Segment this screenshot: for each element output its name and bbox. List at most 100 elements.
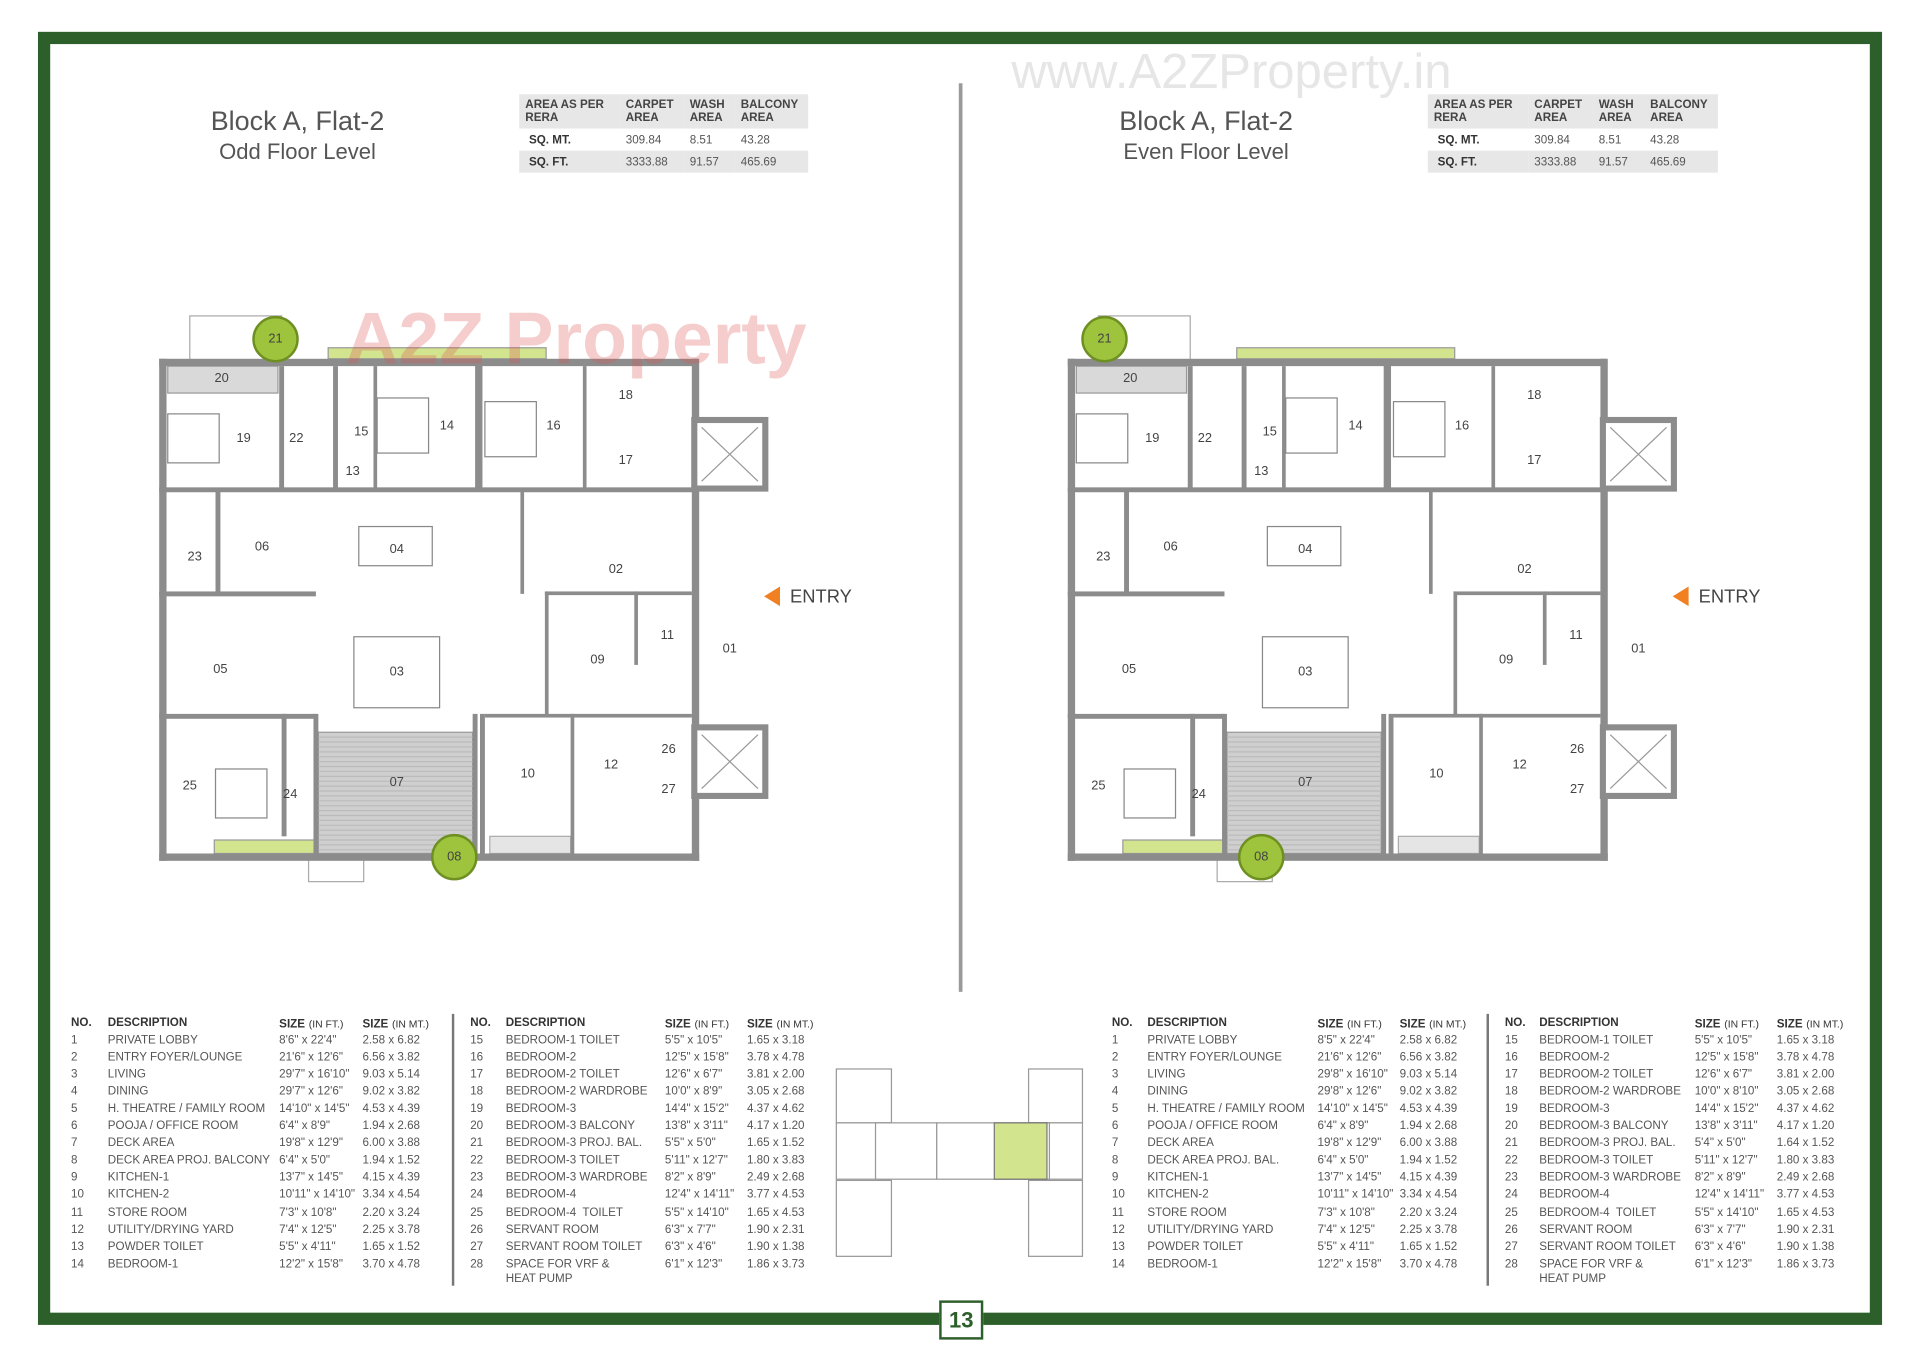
room-size-mt: 3.70 x 4.78 xyxy=(1399,1257,1458,1271)
room-description: BEDROOM-3 TOILET xyxy=(505,1153,620,1168)
room-size-mt: 9.02 x 3.82 xyxy=(362,1085,421,1099)
room-size-ft: 6'3" x 4'6" xyxy=(664,1239,716,1254)
wall xyxy=(159,713,316,719)
room-number: 15 xyxy=(470,1033,484,1047)
room-number: 19 xyxy=(470,1102,484,1116)
wall xyxy=(159,853,700,861)
area-value: 8.51 xyxy=(1598,132,1622,147)
wall xyxy=(159,358,698,367)
wall xyxy=(472,713,478,859)
room-label: 06 xyxy=(255,539,269,554)
room-description: POWDER TOILET xyxy=(107,1239,204,1254)
room-label: 26 xyxy=(661,741,675,756)
room-size-mt: 3.34 x 4.54 xyxy=(362,1188,421,1202)
room-size-mt: 2.58 x 6.82 xyxy=(1399,1033,1458,1047)
room-number: 25 xyxy=(470,1205,484,1219)
room-size-mt: 4.53 x 4.39 xyxy=(1399,1102,1458,1116)
room-size-ft: 8'2" x 8'9" xyxy=(1694,1171,1746,1185)
room-label: 03 xyxy=(390,664,404,679)
right-title-block: Block A, Flat-2 Even Floor Level xyxy=(1047,105,1365,166)
wall xyxy=(373,366,378,489)
plant-circle xyxy=(1237,833,1285,881)
room-size-ft: 5'5" x 4'11" xyxy=(1317,1239,1375,1254)
room-size-mt: 1.94 x 1.52 xyxy=(1399,1153,1458,1168)
room-size-mt: 1.80 x 3.83 xyxy=(1776,1153,1835,1168)
key-plan-unit xyxy=(874,1122,938,1180)
area-header-cell: AREA AS PER RERA xyxy=(519,94,620,129)
area-header-cell: BALCONY AREA xyxy=(734,94,809,129)
wall xyxy=(480,713,485,859)
plant-circle xyxy=(1081,315,1128,363)
room-label: 08 xyxy=(447,849,461,864)
area-value: 465.69 xyxy=(734,150,809,173)
room-size-mt: 2.49 x 2.68 xyxy=(1776,1171,1835,1185)
room-number: 12 xyxy=(1111,1222,1125,1237)
room-size-mt: 9.03 x 5.14 xyxy=(1399,1067,1458,1082)
room-size-mt: 1.90 x 1.38 xyxy=(1776,1239,1835,1254)
room-label: 05 xyxy=(213,661,227,676)
room-label: 20 xyxy=(214,370,228,385)
room-number: 7 xyxy=(71,1136,78,1151)
room-size-mt: 1.90 x 2.31 xyxy=(1776,1222,1835,1237)
room-size-mt: 1.90 x 2.31 xyxy=(746,1222,805,1237)
room-label: 15 xyxy=(354,424,368,439)
column-header: NO. xyxy=(1111,1016,1133,1030)
column-header-label: SIZE xyxy=(1694,1017,1721,1032)
bed-2 xyxy=(1392,401,1446,458)
room-description: POOJA / OFFICE ROOM xyxy=(107,1119,239,1133)
wall xyxy=(634,591,638,665)
room-label: 13 xyxy=(346,463,360,478)
room-size-mt: 1.65 x 1.52 xyxy=(746,1136,805,1151)
area-header-cell: WASH AREA xyxy=(1592,94,1645,129)
room-size-ft: 5'5" x 10'5" xyxy=(664,1033,723,1047)
room-number: 2 xyxy=(71,1050,78,1065)
wall xyxy=(1542,591,1547,665)
room-label: 15 xyxy=(1263,424,1277,439)
room-description: ENTRY FOYER/LOUNGE xyxy=(107,1050,243,1065)
column-header: SIZE(IN FT.) xyxy=(1318,1016,1382,1032)
area-value: 91.57 xyxy=(1592,150,1645,173)
wall xyxy=(1491,366,1496,489)
room-number: 15 xyxy=(1504,1033,1518,1047)
key-plan-unit xyxy=(835,1068,893,1124)
room-size-mt: 1.65 x 3.18 xyxy=(746,1033,805,1047)
room-label: 21 xyxy=(268,331,282,346)
room-label: 19 xyxy=(1145,430,1159,445)
room-size-mt: 2.49 x 2.68 xyxy=(746,1171,805,1185)
room-description: SERVANT ROOM TOILET xyxy=(505,1239,643,1254)
column-header: DESCRIPTION xyxy=(1147,1016,1227,1030)
room-description: KITCHEN-1 xyxy=(1147,1171,1209,1185)
room-description: BEDROOM-4 TOILET xyxy=(1539,1205,1657,1219)
area-value: 43.28 xyxy=(740,132,770,147)
room-description: BEDROOM-2 WARDROBE xyxy=(505,1085,648,1099)
area-unit-label: SQ. FT. xyxy=(1427,150,1529,173)
room-label: 08 xyxy=(1254,849,1268,864)
wall xyxy=(1393,713,1601,718)
room-description: DECK AREA xyxy=(107,1136,175,1151)
room-size-ft: 6'4" x 8'9" xyxy=(279,1119,331,1133)
room-label: 01 xyxy=(723,640,737,655)
column-header: NO. xyxy=(470,1016,491,1030)
room-label: 12 xyxy=(1512,757,1526,772)
room-size-mt: 2.58 x 6.82 xyxy=(362,1033,421,1047)
dining-table xyxy=(1266,525,1342,567)
room-size-ft: 6'4" x 5'0" xyxy=(1317,1153,1369,1168)
room-label: 10 xyxy=(521,765,535,780)
room-size-mt: 1.65 x 3.18 xyxy=(1776,1033,1835,1047)
room-number: 20 xyxy=(470,1119,484,1133)
column-header-label: SIZE xyxy=(1399,1017,1426,1032)
left-title-block: Block A, Flat-2 Odd Floor Level xyxy=(138,105,456,166)
room-number: 16 xyxy=(1504,1050,1518,1065)
room-size-ft: 5'5" x 14'10" xyxy=(1694,1205,1759,1219)
room-size-mt: 1.80 x 3.83 xyxy=(746,1153,805,1168)
room-description: UTILITY/DRYING YARD xyxy=(107,1222,234,1237)
room-number: 2 xyxy=(1111,1050,1119,1065)
room-label: 23 xyxy=(188,549,202,564)
room-size-mt: 2.20 x 3.24 xyxy=(1399,1205,1458,1219)
room-label: 10 xyxy=(1429,765,1443,780)
